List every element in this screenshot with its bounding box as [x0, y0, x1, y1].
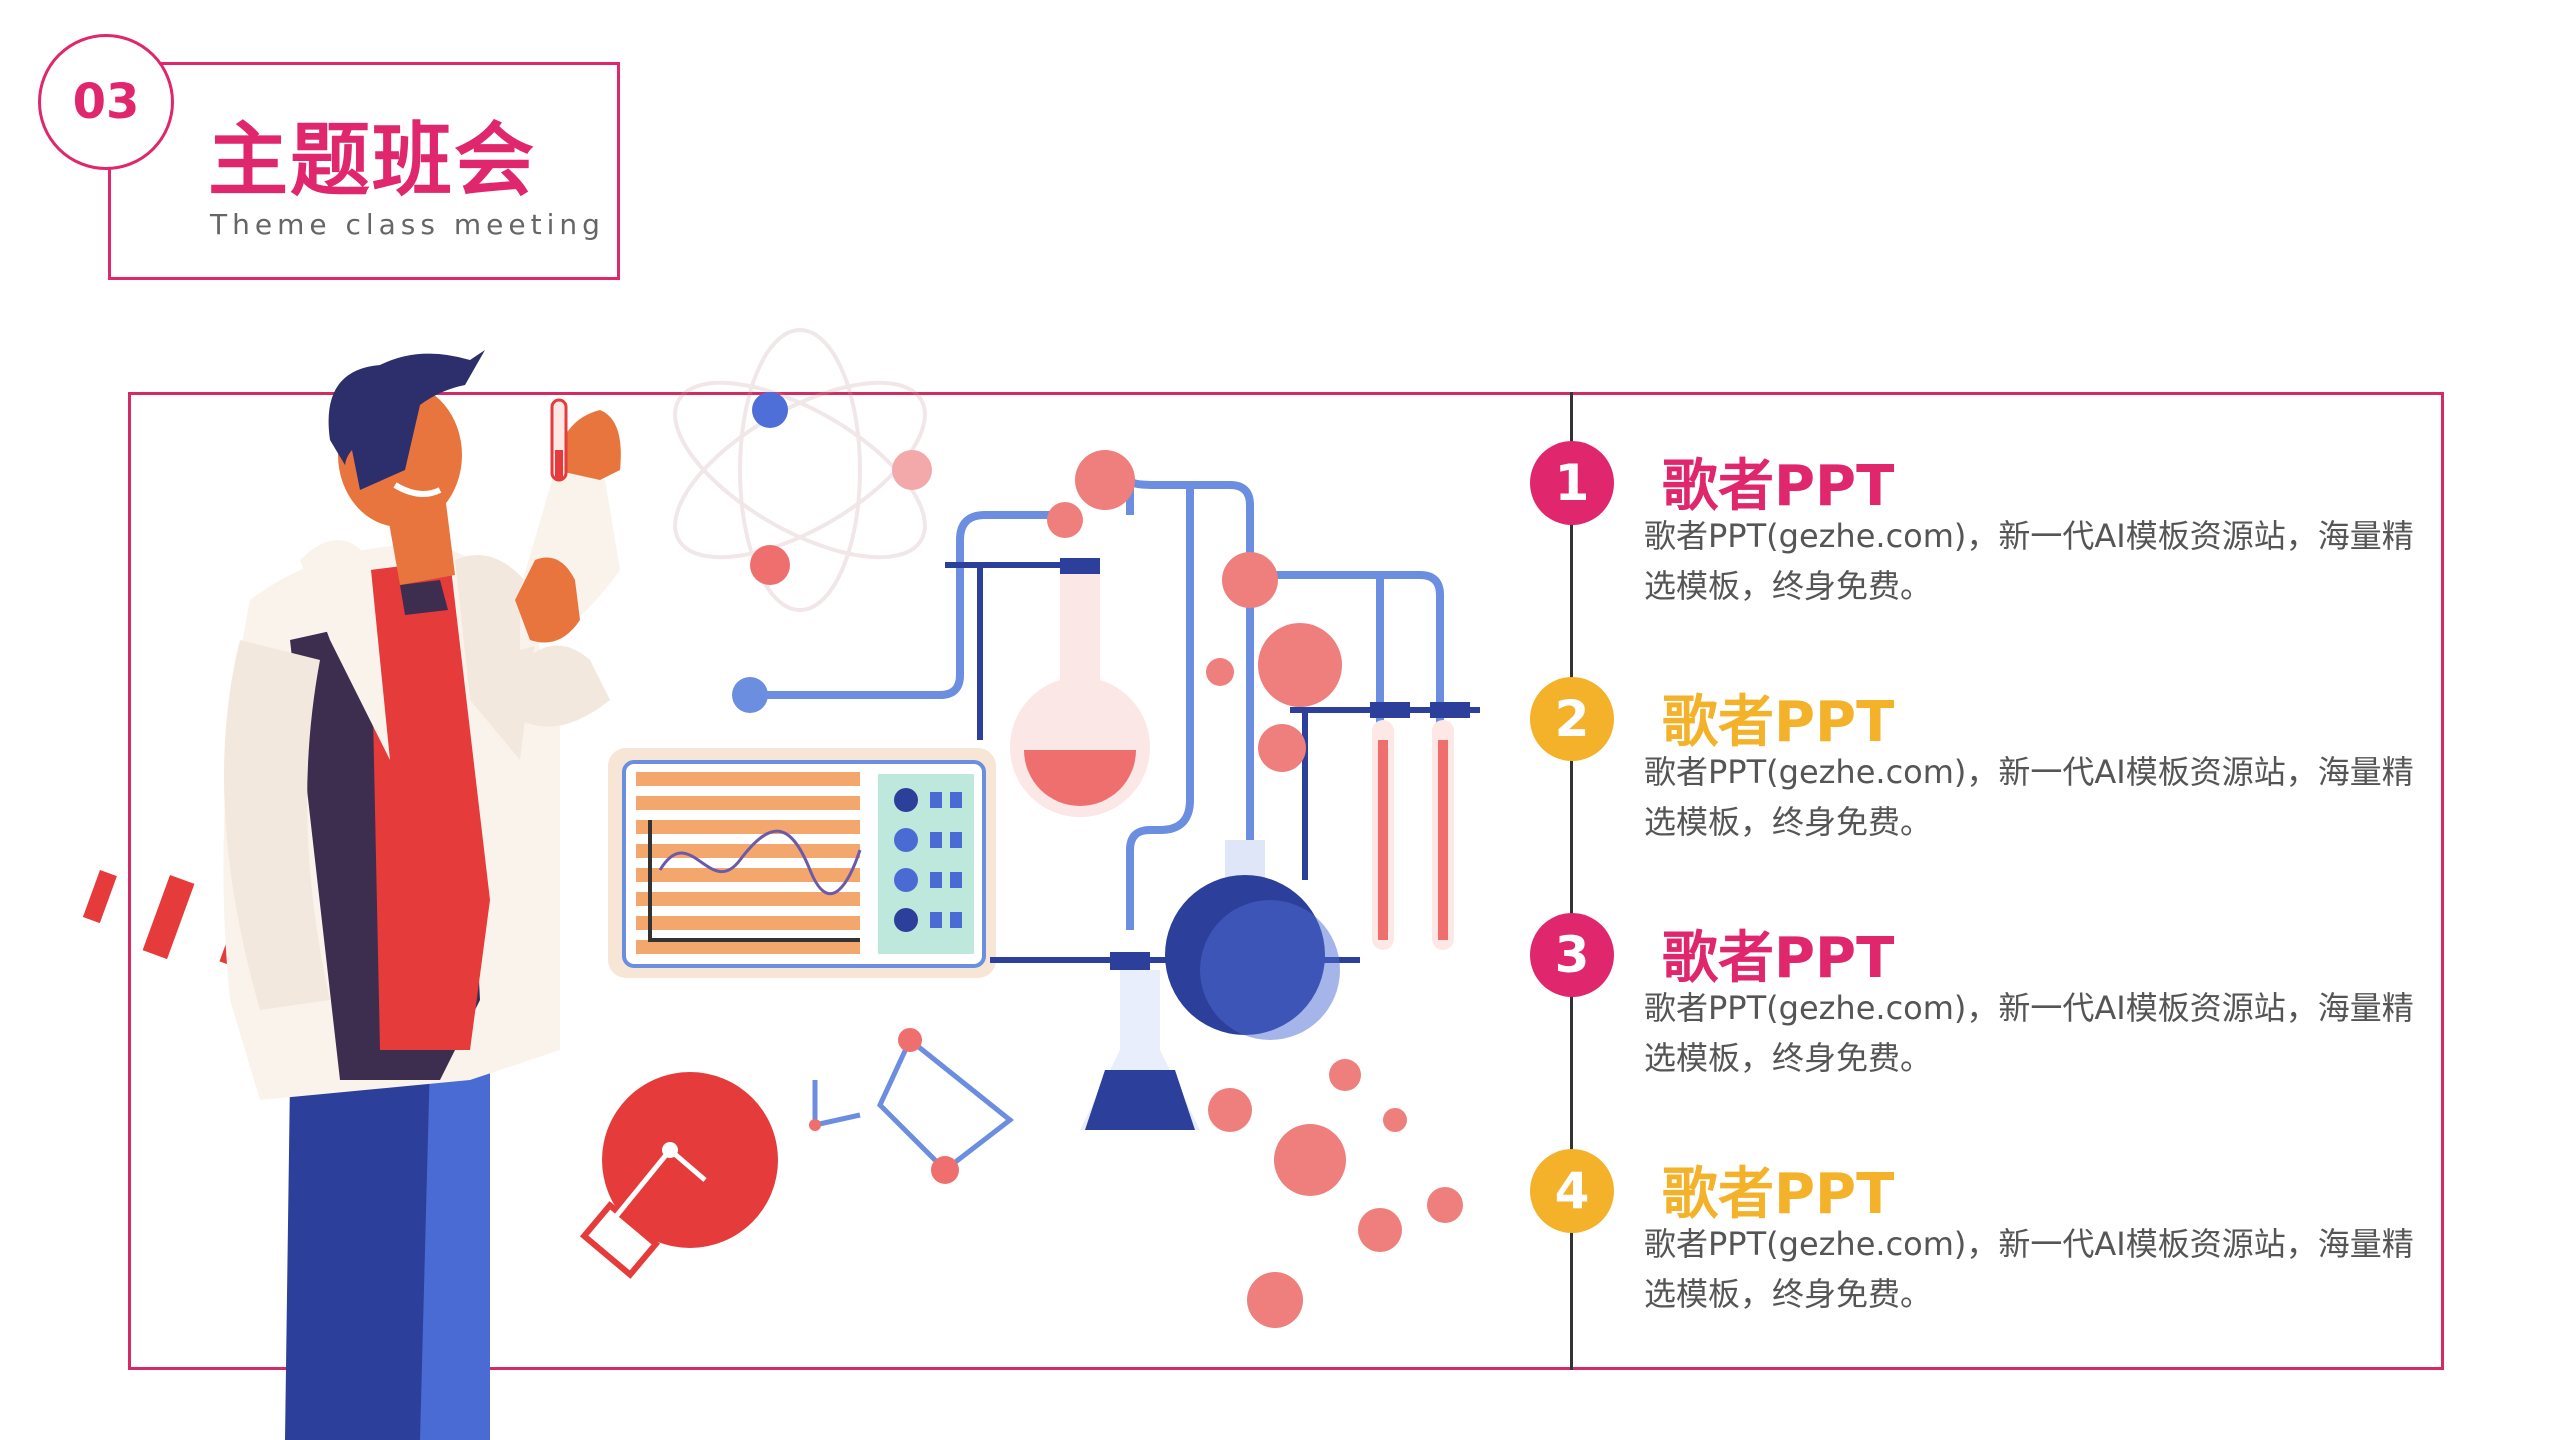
item-description: 歌者PPT(gezhe.com)，新一代AI模板资源站，海量精选模板，终身免费。 [1644, 989, 2414, 1077]
page-title: 主题班会 [208, 114, 536, 207]
item-description: 歌者PPT(gezhe.com)，新一代AI模板资源站，海量精选模板，终身免费。 [1644, 1225, 2414, 1313]
monitor-icon [608, 748, 996, 978]
round-flask-icon [1010, 574, 1150, 818]
lightbulb-icon [579, 1072, 778, 1279]
vertical-divider [1570, 392, 1573, 1370]
section-number: 03 [72, 74, 140, 130]
content-frame [128, 392, 2444, 1370]
item-description: 歌者PPT(gezhe.com)，新一代AI模板资源站，海量精选模板，终身免费。 [1644, 753, 2414, 841]
bubble-cluster [1208, 1059, 1463, 1328]
item-title: 歌者PPT [1662, 454, 1895, 519]
bubbles [1047, 450, 1342, 772]
blue-flask-icon [1165, 840, 1340, 1040]
item-number-badge: 2 [1530, 677, 1614, 761]
title-box [108, 62, 620, 280]
page-subtitle: Theme class meeting [210, 208, 605, 241]
item-number-badge: 1 [1530, 441, 1614, 525]
item-title: 歌者PPT [1662, 926, 1895, 991]
item-title: 歌者PPT [1662, 1162, 1895, 1227]
item-title: 歌者PPT [1662, 690, 1895, 755]
section-number-badge: 03 [38, 34, 174, 170]
test-tubes [1372, 720, 1454, 950]
molecule-icon [812, 1036, 1015, 1174]
scientist-figure [223, 350, 621, 1440]
item-description: 歌者PPT(gezhe.com)，新一代AI模板资源站，海量精选模板，终身免费。 [1644, 517, 2414, 605]
item-number-badge: 3 [1530, 913, 1614, 997]
item-number-badge: 4 [1530, 1149, 1614, 1233]
conical-flask-icon [1080, 970, 1200, 1130]
